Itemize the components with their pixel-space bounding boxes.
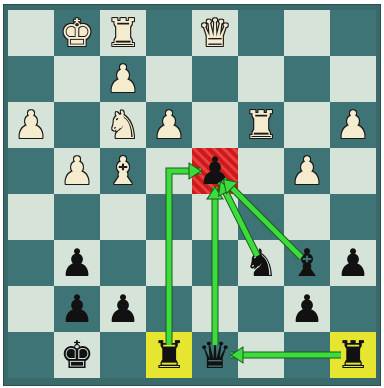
white-pawn-icon[interactable]: ♟ bbox=[290, 148, 324, 194]
square-a4[interactable] bbox=[8, 194, 54, 240]
square-g2[interactable]: ♟ bbox=[284, 286, 330, 332]
square-d3[interactable] bbox=[146, 240, 192, 286]
square-c5[interactable]: ♝ bbox=[100, 148, 146, 194]
square-c8[interactable]: ♜ bbox=[100, 10, 146, 56]
square-h8[interactable] bbox=[330, 10, 376, 56]
square-b4[interactable] bbox=[54, 194, 100, 240]
white-rook-icon[interactable]: ♜ bbox=[244, 102, 278, 148]
square-c7[interactable]: ♟ bbox=[100, 56, 146, 102]
square-g5[interactable]: ♟ bbox=[284, 148, 330, 194]
square-g8[interactable] bbox=[284, 10, 330, 56]
square-e7[interactable] bbox=[192, 56, 238, 102]
square-g3[interactable]: ♝ bbox=[284, 240, 330, 286]
black-queen-icon[interactable]: ♛ bbox=[198, 332, 232, 378]
white-rook-icon[interactable]: ♜ bbox=[106, 10, 140, 56]
square-e2[interactable] bbox=[192, 286, 238, 332]
white-knight-icon[interactable]: ♞ bbox=[106, 102, 140, 148]
square-b1[interactable]: ♚ bbox=[54, 332, 100, 378]
square-a7[interactable] bbox=[8, 56, 54, 102]
square-b7[interactable] bbox=[54, 56, 100, 102]
square-a8[interactable] bbox=[8, 10, 54, 56]
square-e6[interactable] bbox=[192, 102, 238, 148]
square-g6[interactable] bbox=[284, 102, 330, 148]
black-pawn-icon[interactable]: ♟ bbox=[60, 240, 94, 286]
square-d4[interactable] bbox=[146, 194, 192, 240]
square-f3[interactable]: ♞ bbox=[238, 240, 284, 286]
square-f7[interactable] bbox=[238, 56, 284, 102]
square-e1[interactable]: ♛ bbox=[192, 332, 238, 378]
square-f8[interactable] bbox=[238, 10, 284, 56]
square-b2[interactable]: ♟ bbox=[54, 286, 100, 332]
white-bishop-icon[interactable]: ♝ bbox=[106, 148, 140, 194]
square-f4[interactable] bbox=[238, 194, 284, 240]
white-queen-icon[interactable]: ♛ bbox=[198, 10, 232, 56]
square-d8[interactable] bbox=[146, 10, 192, 56]
black-pawn-icon[interactable]: ♟ bbox=[60, 286, 94, 332]
black-rook-icon[interactable]: ♜ bbox=[336, 332, 370, 378]
square-d1[interactable]: ♜ bbox=[146, 332, 192, 378]
square-h6[interactable]: ♟ bbox=[330, 102, 376, 148]
square-a2[interactable] bbox=[8, 286, 54, 332]
black-king-icon[interactable]: ♚ bbox=[60, 332, 94, 378]
white-pawn-icon[interactable]: ♟ bbox=[60, 148, 94, 194]
square-d6[interactable]: ♟ bbox=[146, 102, 192, 148]
square-b6[interactable] bbox=[54, 102, 100, 148]
black-knight-icon[interactable]: ♞ bbox=[244, 240, 278, 286]
square-d2[interactable] bbox=[146, 286, 192, 332]
square-e5[interactable]: ♟ bbox=[192, 148, 238, 194]
square-e8[interactable]: ♛ bbox=[192, 10, 238, 56]
square-h1[interactable]: ♜ bbox=[330, 332, 376, 378]
square-b8[interactable]: ♚ bbox=[54, 10, 100, 56]
square-e3[interactable] bbox=[192, 240, 238, 286]
black-pawn-icon[interactable]: ♟ bbox=[290, 286, 324, 332]
square-d5[interactable] bbox=[146, 148, 192, 194]
black-bishop-icon[interactable]: ♝ bbox=[290, 240, 324, 286]
square-h7[interactable] bbox=[330, 56, 376, 102]
square-c3[interactable] bbox=[100, 240, 146, 286]
white-pawn-icon[interactable]: ♟ bbox=[152, 102, 186, 148]
white-pawn-icon[interactable]: ♟ bbox=[336, 102, 370, 148]
black-pawn-icon[interactable]: ♟ bbox=[198, 148, 232, 194]
square-d7[interactable] bbox=[146, 56, 192, 102]
white-king-icon[interactable]: ♚ bbox=[60, 10, 94, 56]
square-h4[interactable] bbox=[330, 194, 376, 240]
square-a5[interactable] bbox=[8, 148, 54, 194]
black-rook-icon[interactable]: ♜ bbox=[152, 332, 186, 378]
square-h2[interactable] bbox=[330, 286, 376, 332]
square-f2[interactable] bbox=[238, 286, 284, 332]
square-b3[interactable]: ♟ bbox=[54, 240, 100, 286]
white-pawn-icon[interactable]: ♟ bbox=[106, 56, 140, 102]
square-c4[interactable] bbox=[100, 194, 146, 240]
black-pawn-icon[interactable]: ♟ bbox=[336, 240, 370, 286]
square-b5[interactable]: ♟ bbox=[54, 148, 100, 194]
black-pawn-icon[interactable]: ♟ bbox=[106, 286, 140, 332]
square-h5[interactable] bbox=[330, 148, 376, 194]
square-a1[interactable] bbox=[8, 332, 54, 378]
square-g4[interactable] bbox=[284, 194, 330, 240]
square-f1[interactable] bbox=[238, 332, 284, 378]
square-h3[interactable]: ♟ bbox=[330, 240, 376, 286]
square-g1[interactable] bbox=[284, 332, 330, 378]
square-e4[interactable] bbox=[192, 194, 238, 240]
square-c2[interactable]: ♟ bbox=[100, 286, 146, 332]
square-a3[interactable] bbox=[8, 240, 54, 286]
square-f6[interactable]: ♜ bbox=[238, 102, 284, 148]
square-g7[interactable] bbox=[284, 56, 330, 102]
square-c6[interactable]: ♞ bbox=[100, 102, 146, 148]
square-f5[interactable] bbox=[238, 148, 284, 194]
square-a6[interactable]: ♟ bbox=[8, 102, 54, 148]
chess-board[interactable]: ♚♜♛♟♟♞♟♜♟♟♝♟♟♟♞♝♟♟♟♟♚♜♛♜ bbox=[8, 10, 376, 378]
square-c1[interactable] bbox=[100, 332, 146, 378]
white-pawn-icon[interactable]: ♟ bbox=[14, 102, 48, 148]
